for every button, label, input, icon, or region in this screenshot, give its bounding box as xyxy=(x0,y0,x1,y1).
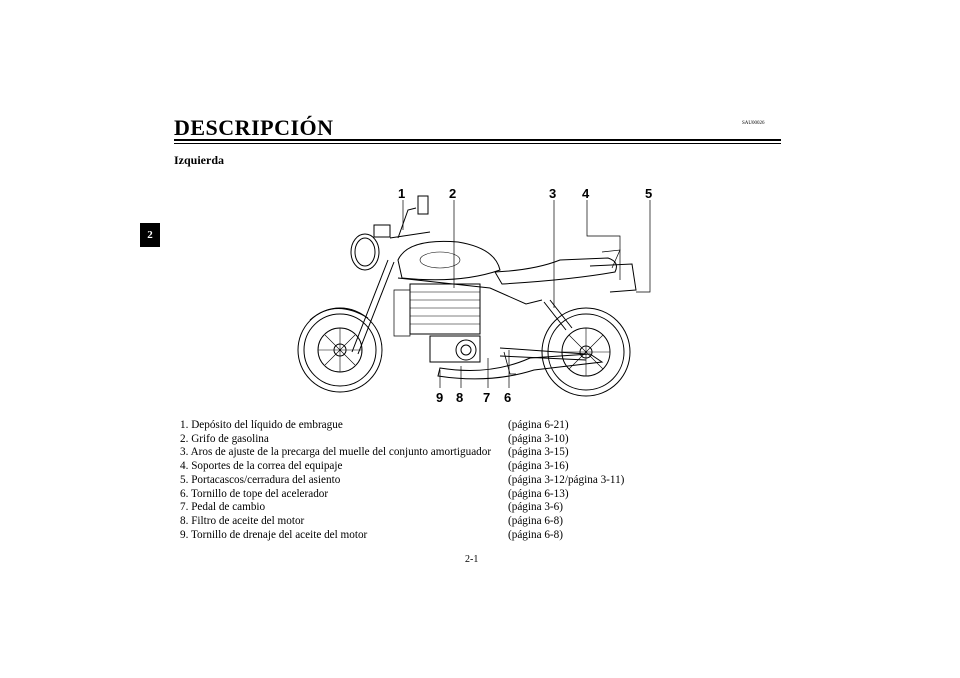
legend-page-ref: (página 3-15) xyxy=(508,446,569,459)
legend-description: 6. Tornillo de tope del acelerador xyxy=(180,487,329,500)
legend-item: 8. Filtro de aceite del motor (página 6-8… xyxy=(180,515,624,529)
legend-item: 6. Tornillo de tope del acelerador (págin… xyxy=(180,488,624,502)
callout-3: 3 xyxy=(549,186,556,201)
legend-page-ref: (página 3-10) xyxy=(508,432,569,445)
rear-shock xyxy=(543,299,573,331)
callout-6: 6 xyxy=(504,390,511,405)
page-title: DESCRIPCIÓN xyxy=(174,115,334,140)
legend-item: 1. Depósito del líquido de embrague (pági… xyxy=(180,419,624,433)
legend-page-ref: (página 3-16) xyxy=(508,460,569,473)
motorcycle-illustration: 1 2 3 4 5 9 8 7 6 xyxy=(297,186,652,405)
callout-5: 5 xyxy=(645,186,652,201)
legend-description: 4. Soportes de la correa del equipaje xyxy=(180,460,343,473)
callout-leaders xyxy=(402,200,651,388)
legend-description: 3. Aros de ajuste de la precarga del mue… xyxy=(180,446,492,459)
handlebar xyxy=(389,207,431,239)
legend-item: 4. Soportes de la correa del equipaje (pá… xyxy=(180,460,624,474)
front-fender xyxy=(309,308,369,321)
document-code: SAU00026 xyxy=(742,121,765,126)
legend-description: 2. Grifo de gasolina xyxy=(180,432,269,445)
legend-item: 7. Pedal de cambio (página 3-6) xyxy=(180,501,624,515)
front-wheel xyxy=(297,307,383,393)
legend-page-ref: (página 6-21) xyxy=(508,419,569,431)
callout-2: 2 xyxy=(449,186,456,201)
legend-page-ref: (página 6-13) xyxy=(508,487,569,500)
parts-legend: 1. Depósito del líquido de embrague (pági… xyxy=(180,419,624,542)
mirror xyxy=(417,195,429,215)
legend-page-ref: (página 3-6) xyxy=(508,501,563,514)
callout-1: 1 xyxy=(398,186,405,201)
exhaust xyxy=(437,353,604,380)
section-subtitle: Izquierda xyxy=(174,153,225,167)
headlight xyxy=(350,224,391,271)
callout-7: 7 xyxy=(483,390,490,405)
legend-page-ref: (página 3-12/página 3-11) xyxy=(508,473,625,486)
frame xyxy=(397,277,543,305)
section-tab: 2 xyxy=(140,223,160,247)
legend-page-ref: (página 6-8) xyxy=(508,528,563,541)
engine-block xyxy=(409,283,481,363)
legend-item: 3. Aros de ajuste de la precarga del mue… xyxy=(180,446,624,460)
legend-item: 2. Grifo de gasolina (página 3-10) xyxy=(180,433,624,447)
tail-cowl xyxy=(589,263,637,293)
title-rule-thin xyxy=(174,143,781,144)
callout-9: 9 xyxy=(436,390,443,405)
seat xyxy=(494,257,617,285)
page-number: 2-1 xyxy=(465,554,479,565)
legend-item: 9. Tornillo de drenaje del aceite del mo… xyxy=(180,529,624,543)
legend-description: 5. Portacascos/cerradura del asiento xyxy=(180,473,341,486)
legend-description: 8. Filtro de aceite del motor xyxy=(180,514,305,527)
swingarm xyxy=(499,347,587,361)
fuel-tank xyxy=(397,240,501,281)
title-rule-thick xyxy=(174,139,781,141)
legend-item: 5. Portacascos/cerradura del asiento (pág… xyxy=(180,474,624,488)
front-forks xyxy=(351,259,395,355)
callout-8: 8 xyxy=(456,390,463,405)
legend-page-ref: (página 6-8) xyxy=(508,514,563,527)
legend-description: 7. Pedal de cambio xyxy=(180,501,266,514)
legend-description: 1. Depósito del líquido de embrague xyxy=(180,419,343,431)
legend-description: 9. Tornillo de drenaje del aceite del mo… xyxy=(180,528,368,541)
rear-wheel xyxy=(541,307,631,397)
callout-4: 4 xyxy=(582,186,590,201)
